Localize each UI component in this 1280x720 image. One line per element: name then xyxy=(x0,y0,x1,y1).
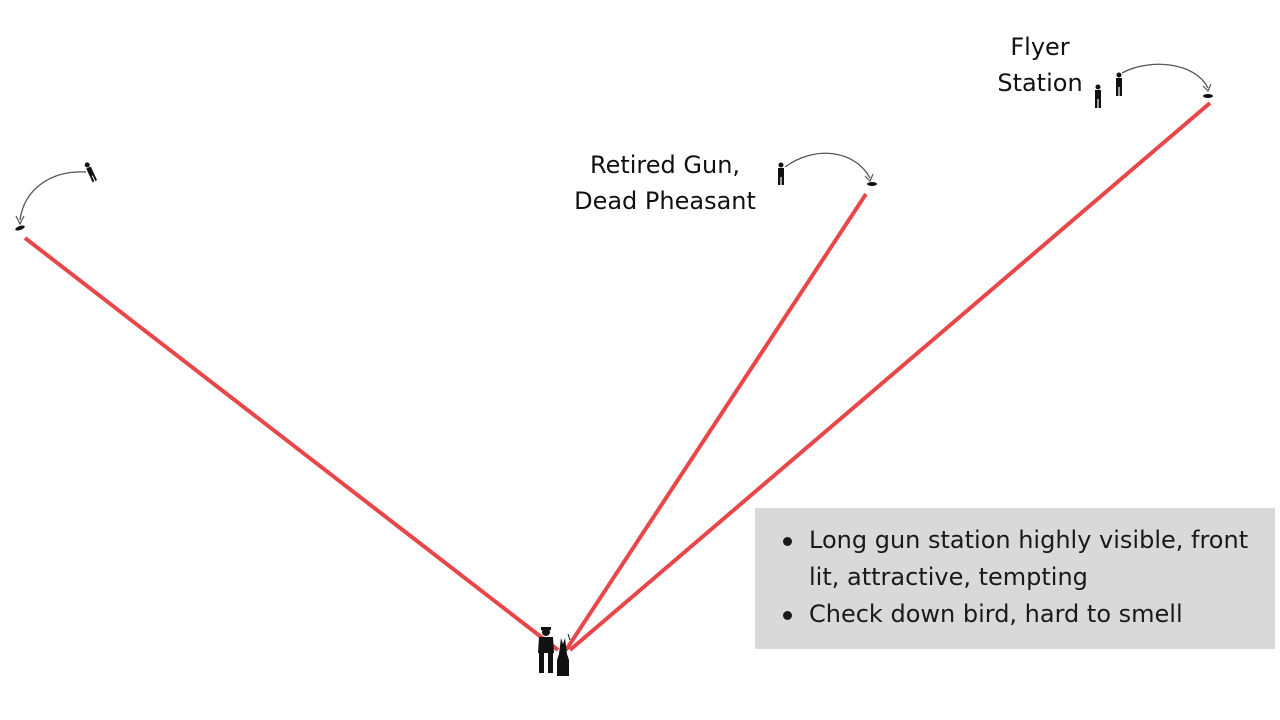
dog-icon xyxy=(557,633,571,676)
gunner-icon xyxy=(778,162,784,185)
note-item: Check down bird, hard to smell xyxy=(783,596,1255,633)
arrowhead-retired xyxy=(864,173,874,183)
gunner-icon xyxy=(84,162,98,183)
gunner-icon xyxy=(1095,84,1101,108)
bird-icon xyxy=(1203,94,1213,98)
throw-arc-retired xyxy=(784,152,871,179)
flyer-station-label-line: Flyer xyxy=(1010,33,1070,61)
retired-gun-label-line: Retired Gun, xyxy=(589,151,741,179)
line-to-retired-gun xyxy=(564,192,868,652)
note-item: Long gun station highly visible, front l… xyxy=(783,522,1255,596)
flyer-station-label-line: Station xyxy=(997,69,1083,97)
retired-gun-label-line: Dead Pheasant xyxy=(574,187,756,215)
arrowhead-flyer xyxy=(1202,83,1212,93)
handler-icon xyxy=(538,627,554,673)
bird-icon xyxy=(867,182,877,186)
line-to-left-mark xyxy=(23,236,560,652)
flyer-station-label: Flyer Station xyxy=(990,29,1090,101)
arrowhead-left xyxy=(15,215,25,226)
notes-list: Long gun station highly visible, front l… xyxy=(783,522,1255,633)
throw-arc-flyer xyxy=(1121,63,1209,89)
retired-gun-label: Retired Gun, Dead Pheasant xyxy=(560,147,770,219)
bird-icon xyxy=(15,225,25,231)
throw-arc-left xyxy=(19,171,87,221)
notes-box: Long gun station highly visible, front l… xyxy=(755,508,1275,649)
gunner-icon xyxy=(1116,72,1122,96)
line-to-flyer-station xyxy=(568,101,1212,652)
